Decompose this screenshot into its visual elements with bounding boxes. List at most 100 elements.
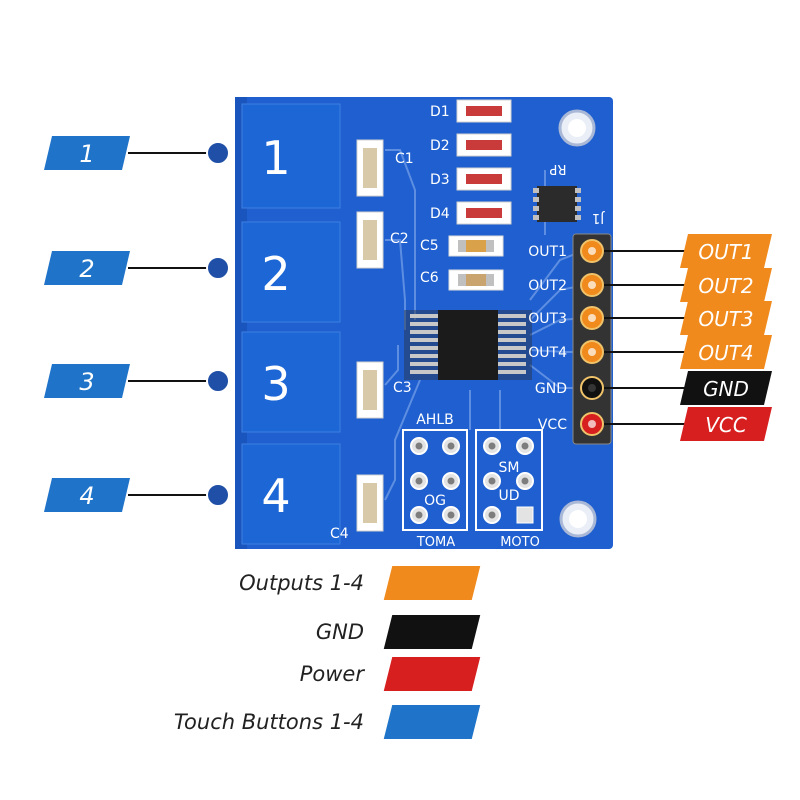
- resistor-pack-rp: [533, 186, 581, 222]
- legend-swatch: [383, 705, 481, 739]
- legend-item: Outputs 1-4: [24, 566, 481, 600]
- touch-pad-label-2: 2: [261, 247, 290, 301]
- jumper-pad-hole: [488, 511, 496, 519]
- label-c5: C5: [420, 238, 439, 254]
- touch-pad-2[interactable]: [241, 221, 341, 323]
- touch-badge-4: [44, 478, 130, 512]
- pin-tag-label-vcc: VCC: [705, 413, 747, 437]
- label-d4: D4: [430, 206, 450, 222]
- led-body-d1: [466, 106, 502, 116]
- touch-badge-label-4: 4: [79, 482, 94, 510]
- touch-callout-dot-2: [206, 256, 230, 280]
- label-moto: MOTO: [500, 535, 540, 550]
- pin-hole-out3: [588, 314, 596, 322]
- legend-swatch: [383, 566, 481, 600]
- touch-pad-label-3: 3: [261, 357, 290, 411]
- ic-chip: [404, 310, 532, 380]
- legend-item: Power: [24, 657, 481, 691]
- capacitor-body-c1: [363, 148, 377, 188]
- jumper-pad-hole: [415, 477, 423, 485]
- touch-pad-label-1: 1: [261, 131, 290, 185]
- led-body-d2: [466, 140, 502, 150]
- pin-hole-out4: [588, 348, 596, 356]
- capacitor-body-c4: [363, 483, 377, 523]
- label-ahlb: AHLB: [416, 412, 454, 428]
- label-ud: UD: [498, 488, 519, 504]
- label-c2: C2: [390, 231, 409, 247]
- touch-pad-label-4: 4: [261, 469, 290, 523]
- label-j1: J1: [592, 210, 605, 225]
- pin-hole-out2: [588, 281, 596, 289]
- touch-callout-dot-1: [206, 141, 230, 165]
- jumper-pad-square: [516, 506, 534, 524]
- label-og: OG: [424, 493, 446, 509]
- label-d2: D2: [430, 138, 450, 154]
- legend-swatch: [383, 657, 481, 691]
- pin-board-label-out2: OUT2: [528, 278, 567, 294]
- jumper-pad-hole: [521, 477, 529, 485]
- label-toma: TOMA: [416, 535, 455, 550]
- label-c4: C4: [330, 526, 349, 542]
- pin-board-label-out4: OUT4: [528, 345, 567, 361]
- pin-board-label-gnd: GND: [535, 381, 567, 397]
- capacitor-body-c2: [363, 220, 377, 260]
- touch-callout-dot-4: [206, 483, 230, 507]
- label-c1: C1: [395, 151, 414, 167]
- touch-pad-4[interactable]: [241, 443, 341, 545]
- jumper-pad-hole: [521, 442, 529, 450]
- touch-badge-1: [44, 136, 130, 170]
- pin-board-label-out3: OUT3: [528, 311, 567, 327]
- led-body-d3: [466, 174, 502, 184]
- label-c3: C3: [393, 380, 412, 396]
- jumper-pad-hole: [415, 442, 423, 450]
- label-c6: C6: [420, 270, 439, 286]
- capacitor-body-c3: [363, 370, 377, 410]
- pin-tag-label-gnd: GND: [703, 377, 749, 401]
- touch-badge-label-1: 1: [79, 140, 94, 168]
- touch-badge-label-3: 3: [79, 368, 94, 396]
- pin-tag-out4: [680, 335, 772, 369]
- touch-badge-label-2: 2: [79, 255, 94, 283]
- led-body-d4: [466, 208, 502, 218]
- pin-hole-out1: [588, 247, 596, 255]
- touch-pad-3[interactable]: [241, 331, 341, 433]
- label-sm: SM: [499, 460, 520, 476]
- legend-label: Outputs 1-4: [239, 571, 364, 595]
- jumper-pad-hole: [415, 511, 423, 519]
- mounting-hole-bottom: [559, 500, 597, 538]
- legend-label: Touch Buttons 1-4: [173, 710, 364, 734]
- label-d3: D3: [430, 172, 450, 188]
- touch-callout-dot-3: [206, 369, 230, 393]
- pin-board-label-vcc: VCC: [538, 417, 567, 433]
- pin-tag-out2: [680, 268, 772, 302]
- label-rp: RP: [549, 161, 566, 176]
- jumper-header-ahlb: [402, 429, 468, 531]
- pin-hole-vcc: [588, 420, 596, 428]
- capacitor-c5: [448, 235, 504, 257]
- pin-tag-label-out3: OUT3: [698, 307, 753, 331]
- legend-label: Power: [299, 662, 364, 686]
- capacitor-c6: [448, 269, 504, 291]
- jumper-pad-hole: [447, 477, 455, 485]
- mounting-hole-top: [558, 109, 596, 147]
- jumper-pad-hole: [447, 442, 455, 450]
- pin-tag-vcc: [680, 407, 772, 441]
- label-d1: D1: [430, 104, 450, 120]
- touch-badge-3: [44, 364, 130, 398]
- legend-item: GND: [24, 615, 481, 649]
- jumper-pad-hole: [488, 477, 496, 485]
- pcb-edge-strip: [235, 97, 247, 549]
- legend-swatch: [383, 615, 481, 649]
- pin-tag-out1: [680, 234, 772, 268]
- pin-hole-gnd: [588, 384, 596, 392]
- pin-board-label-out1: OUT1: [528, 244, 567, 260]
- pin-tag-label-out2: OUT2: [698, 274, 753, 298]
- pin-tag-gnd: [680, 371, 772, 405]
- jumper-pad-hole: [488, 442, 496, 450]
- legend-label: GND: [315, 620, 364, 644]
- pin-tag-out3: [680, 301, 772, 335]
- touch-badge-2: [44, 251, 130, 285]
- touch-pad-1[interactable]: [241, 103, 341, 209]
- legend-item: Touch Buttons 1-4: [24, 705, 481, 739]
